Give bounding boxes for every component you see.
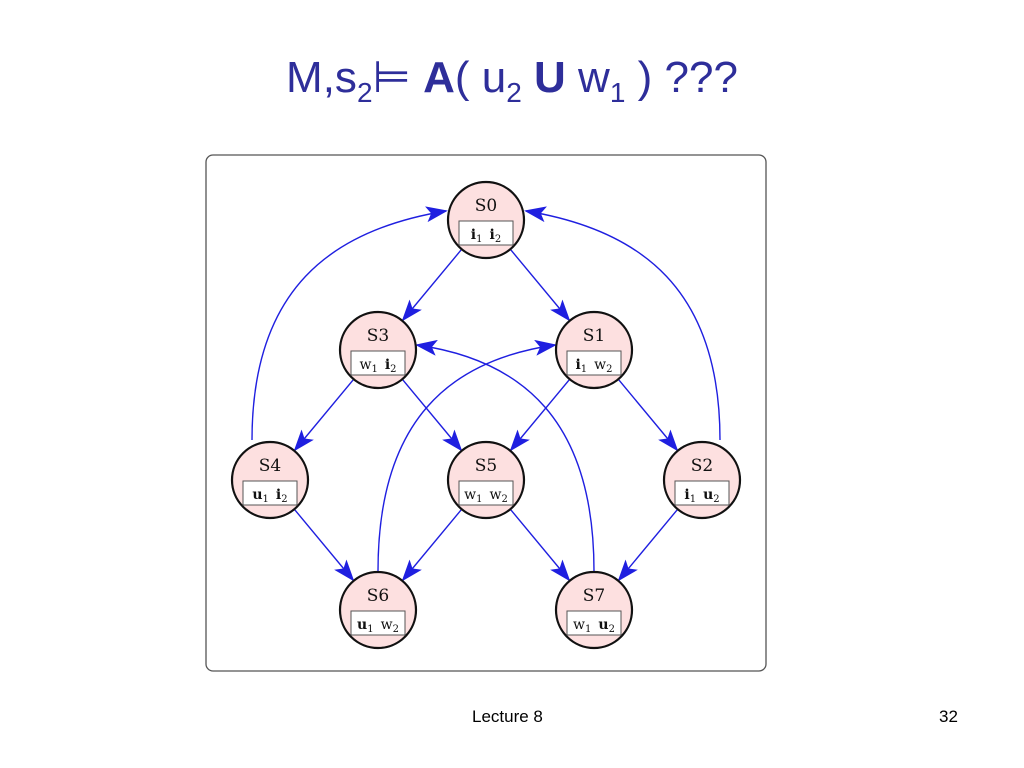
atomic-props: i1​i2​ <box>471 227 501 245</box>
edge-s3-s4 <box>293 378 355 452</box>
state-s3: S3 w1​i2​ <box>338 310 418 390</box>
edge-s5-s6 <box>401 508 463 582</box>
state-s7: S7 w1​u2​ <box>554 570 634 650</box>
state-circle <box>446 180 526 260</box>
title-sub-2a: 2 <box>356 77 373 108</box>
edge-s1-s5 <box>509 378 571 452</box>
label-box <box>350 350 406 376</box>
state-circle <box>554 310 634 390</box>
state-circle <box>338 570 418 650</box>
atomic-props: i1​w2​ <box>575 357 612 375</box>
diagram-frame <box>205 154 767 672</box>
edge-s7-s3 <box>415 339 595 572</box>
state-circle <box>446 440 526 520</box>
atomic-props: i1​u2​ <box>684 487 719 505</box>
label-box <box>458 220 514 246</box>
title-op-u: U <box>534 53 566 102</box>
state-circle <box>662 440 742 520</box>
atomic-props: u1​w2​ <box>357 617 399 635</box>
state-s4: S4 u1​i2​ <box>230 440 310 520</box>
edge-s4-s0 <box>251 206 448 441</box>
title-tail: ) ??? <box>637 53 738 102</box>
state-name: S0 <box>475 196 497 216</box>
state-circle <box>230 440 310 520</box>
title-op-a: A <box>423 53 455 102</box>
label-box <box>566 350 622 376</box>
edge-s2-s7 <box>617 508 679 582</box>
footer-lecture: Lecture 8 <box>472 707 543 726</box>
state-s1: S1 i1​w2​ <box>554 310 634 390</box>
atomic-props: u1​i2​ <box>252 487 287 505</box>
nodes-layer: S0 i1​i2​ S3 w1​i2​ S1 i1​w2​ S4 u1​i2​ S5 w1​w2​… <box>230 180 742 650</box>
state-s2: S2 i1​u2​ <box>662 440 742 520</box>
edge-s4-s6 <box>293 508 355 582</box>
atomic-props: w1​w2​ <box>464 487 508 505</box>
edge-s0-s1 <box>509 248 571 322</box>
edge-s6-s1 <box>377 339 557 572</box>
atomic-props: w1​u2​ <box>573 617 615 635</box>
slide-title: M,s2⊨ A( u2 U w1 ) ??? <box>0 52 1024 109</box>
title-model: M,s <box>286 53 357 102</box>
state-s0: S0 i1​i2​ <box>446 180 526 260</box>
label-box <box>566 610 622 636</box>
models-symbol: ⊨ <box>372 53 411 102</box>
state-name: S5 <box>475 456 497 476</box>
state-circle <box>338 310 418 390</box>
title-sub-2b: 2 <box>506 77 522 108</box>
edge-s2-s0 <box>524 206 721 441</box>
state-name: S3 <box>367 326 389 346</box>
title-u: ( u <box>454 53 507 102</box>
edge-s1-s2 <box>617 378 679 452</box>
edge-s0-s3 <box>401 248 463 322</box>
page-number: 32 <box>939 707 958 726</box>
edge-s3-s5 <box>401 378 463 452</box>
atomic-props: w1​i2​ <box>359 357 396 375</box>
label-box <box>458 480 514 506</box>
label-box <box>674 480 730 506</box>
label-box <box>350 610 406 636</box>
state-name: S1 <box>583 326 605 346</box>
state-s5: S5 w1​w2​ <box>446 440 526 520</box>
edge-s5-s7 <box>509 508 571 582</box>
state-circle <box>554 570 634 650</box>
title-w: w <box>578 53 610 102</box>
state-name: S6 <box>367 586 389 606</box>
title-sub-1: 1 <box>609 77 626 108</box>
state-s6: S6 u1​w2​ <box>338 570 418 650</box>
edges-layer <box>251 206 721 582</box>
label-box <box>242 480 298 506</box>
state-name: S4 <box>259 456 281 476</box>
state-name: S7 <box>583 586 605 606</box>
state-name: S2 <box>691 456 713 476</box>
